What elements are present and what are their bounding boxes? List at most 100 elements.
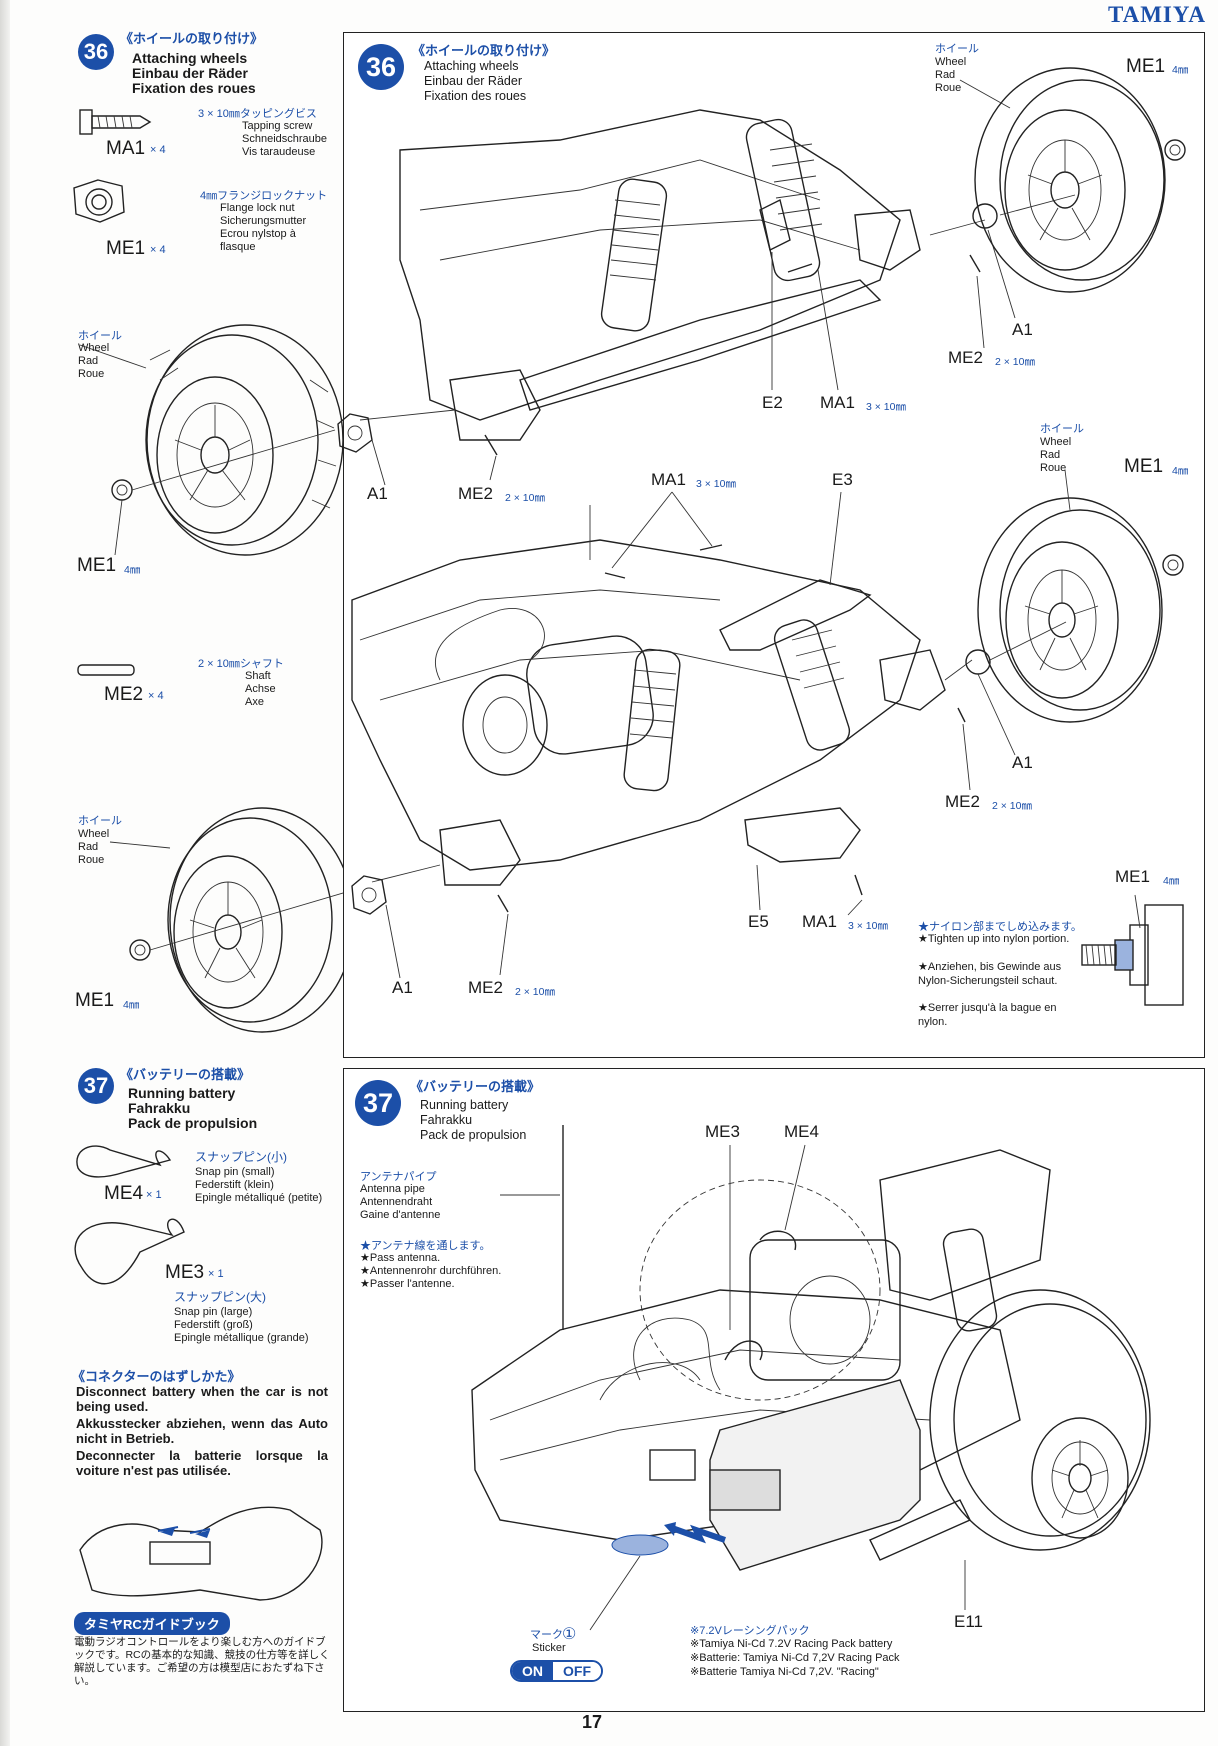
connector-note-en: Disconnect battery when the car is not b… — [76, 1384, 328, 1414]
page-number: 17 — [582, 1712, 603, 1732]
step-37-panel-title-jp: 《バッテリーの搭載》 — [410, 1079, 541, 1094]
page-binding-edge — [0, 0, 10, 1746]
wheel-1-label-en: Wheel — [78, 342, 110, 354]
label-ME1-top-right: ME1 — [1126, 56, 1166, 77]
step-37-panel-title-fr: Pack de propulsion — [420, 1128, 527, 1142]
label-A1-top: A1 — [1012, 320, 1033, 339]
label-ME1-detail-dim: 4㎜ — [1163, 875, 1180, 887]
sticker-label-en: Sticker — [532, 1642, 566, 1654]
step-36-title-de: Einbau der Räder — [132, 65, 248, 81]
step-37-badge: 37 — [78, 1068, 114, 1104]
step-36-title-jp: 《ホイールの取り付け》 — [120, 31, 264, 46]
step-37-title-en: Running battery — [128, 1085, 236, 1101]
part-ME3-de: Federstift (groß) — [174, 1319, 253, 1331]
tighten-note-fr: ★Serrer jusqu'à la bague en nylon. — [918, 1002, 1057, 1028]
step-37-title-jp: 《バッテリーの搭載》 — [120, 1067, 251, 1082]
label-ME1-left-1: ME1 — [77, 555, 117, 576]
step-36-panel-badge: 36 — [358, 44, 404, 90]
battery-label-en: ※Tamiya Ni-Cd 7.2V Racing Pack battery — [690, 1638, 893, 1650]
step-37-panel-title-en: Running battery — [420, 1098, 509, 1112]
label-E3: E3 — [832, 470, 853, 489]
antenna-note-en: ★Pass antenna. — [360, 1252, 441, 1264]
wheel-4-label-de: Rad — [1040, 449, 1061, 461]
battery-label-de: ※Batterie: Tamiya Ni-Cd 7,2V Racing Pack — [690, 1652, 900, 1664]
part-ME1-jp: 4㎜フランジロックナット — [200, 190, 328, 202]
part-ME3-fr: Epingle métallique (grande) — [174, 1332, 309, 1344]
sticker-number: ① — [562, 1626, 577, 1643]
label-ME1-detail: ME1 — [1115, 867, 1150, 886]
part-MA1-fr: Vis taraudeuse — [242, 146, 316, 158]
label-ME2-top: ME2 — [948, 348, 983, 367]
label-ME4: ME4 — [784, 1122, 819, 1141]
label-ME2-top-dim: 2 × 10㎜ — [995, 356, 1035, 368]
part-MA1-de: Schneidschraube — [242, 133, 328, 145]
label-ME1-left-1-dim: 4㎜ — [124, 564, 141, 576]
antenna-label-jp: アンテナパイプ — [360, 1171, 437, 1183]
part-ME2-jp: 2 × 10㎜シャフト — [198, 658, 284, 670]
step-36-panel-title-jp: 《ホイールの取り付け》 — [412, 43, 556, 58]
sticker-label-jp: マーク — [530, 1629, 563, 1641]
connector-note-de: Akkusstecker abziehen, wenn das Auto nic… — [76, 1416, 328, 1446]
step-37-panel-badge: 37 — [355, 1080, 401, 1126]
label-ME2-left-1-dim: 2 × 10㎜ — [505, 492, 545, 504]
step-37-panel — [343, 1068, 1205, 1712]
label-MA1-bottom-dim: 3 × 10㎜ — [848, 920, 888, 932]
step-37-title-de: Fahrakku — [128, 1100, 191, 1116]
antenna-label-en: Antenna pipe — [360, 1183, 425, 1195]
guidebook-text: 電動ラジオコントロールをより楽しむ方へのガイドブックです。RCの基本的な知識、競… — [74, 1636, 330, 1687]
label-ME1-right-2-dim: 4㎜ — [1172, 465, 1189, 477]
wheel-4-label-en: Wheel — [1040, 436, 1072, 448]
wheel-3-label-en: Wheel — [935, 56, 967, 68]
wheel-2-label-jp: ホイール — [78, 815, 122, 827]
antenna-label-de: Antennendraht — [360, 1196, 433, 1208]
wheel-1-label-jp: ホイール — [78, 330, 122, 342]
sticker-on-text: ON — [512, 1662, 553, 1680]
tighten-note-en: ★Tighten up into nylon portion. — [918, 933, 1070, 945]
antenna-label-fr: Gaine d'antenne — [360, 1209, 441, 1221]
antenna-note-fr: ★Passer l'antenne. — [360, 1278, 455, 1290]
connector-note-fr: Deconnecter la batterie lorsque la voitu… — [76, 1448, 328, 1478]
antenna-note-de: ★Antennenrohr durchführen. — [360, 1265, 502, 1277]
sticker-off-text: OFF — [553, 1662, 601, 1680]
part-MA1-code: MA1 — [106, 138, 146, 159]
part-ME2-qty: × 4 — [148, 690, 164, 702]
label-MA1-middle: MA1 — [651, 470, 686, 489]
part-ME1-en: Flange lock nut — [220, 202, 295, 214]
wheel-4-label-fr: Roue — [1040, 462, 1067, 474]
label-A1-left-1: A1 — [367, 484, 388, 503]
wheel-2-label-de: Rad — [78, 841, 99, 853]
part-ME1-de: Sicherungsmutter — [220, 215, 307, 227]
antenna-note-jp: ★アンテナ線を通します。 — [360, 1240, 491, 1252]
part-ME3-en: Snap pin (large) — [174, 1306, 253, 1318]
label-ME1-top-right-dim: 4㎜ — [1172, 64, 1189, 76]
step-37-panel-title-de: Fahrakku — [420, 1113, 473, 1127]
part-ME4-qty: × 1 — [146, 1189, 162, 1201]
part-ME1-fr: Ecrou nylstop à flasque — [220, 228, 296, 253]
part-ME4-en: Snap pin (small) — [195, 1166, 275, 1178]
part-ME3-jp: スナップピン(大) — [174, 1290, 266, 1304]
part-ME4-jp: スナップピン(小) — [195, 1150, 287, 1164]
part-MA1-en: Tapping screw — [242, 120, 313, 132]
label-MA1-middle-dim: 3 × 10㎜ — [696, 478, 736, 490]
label-MA1-bottom: MA1 — [802, 912, 837, 931]
on-off-sticker: ON OFF — [510, 1660, 603, 1682]
connector-title-jp: 《コネクターのはずしかた》 — [72, 1369, 241, 1384]
part-ME4-de: Federstift (klein) — [195, 1179, 274, 1191]
label-A1-left-2: A1 — [392, 978, 413, 997]
part-ME3-code: ME3 — [165, 1262, 205, 1283]
step-36-title-fr: Fixation des roues — [132, 80, 256, 96]
label-ME2-left-2-dim: 2 × 10㎜ — [515, 986, 555, 998]
battery-label-jp: ※7.2Vレーシングパック — [690, 1625, 810, 1637]
label-ME2-left-1: ME2 — [458, 484, 493, 503]
label-ME3: ME3 — [705, 1122, 740, 1141]
label-ME2-right-2-dim: 2 × 10㎜ — [992, 800, 1032, 812]
wheel-2-label-en: Wheel — [78, 828, 110, 840]
part-ME3-qty: × 1 — [208, 1268, 224, 1280]
tighten-note-de: ★Anziehen, bis Gewinde aus Nylon-Sicheru… — [918, 961, 1062, 987]
tighten-note-jp: ★ナイロン部までしめ込みます。 — [918, 921, 1082, 933]
